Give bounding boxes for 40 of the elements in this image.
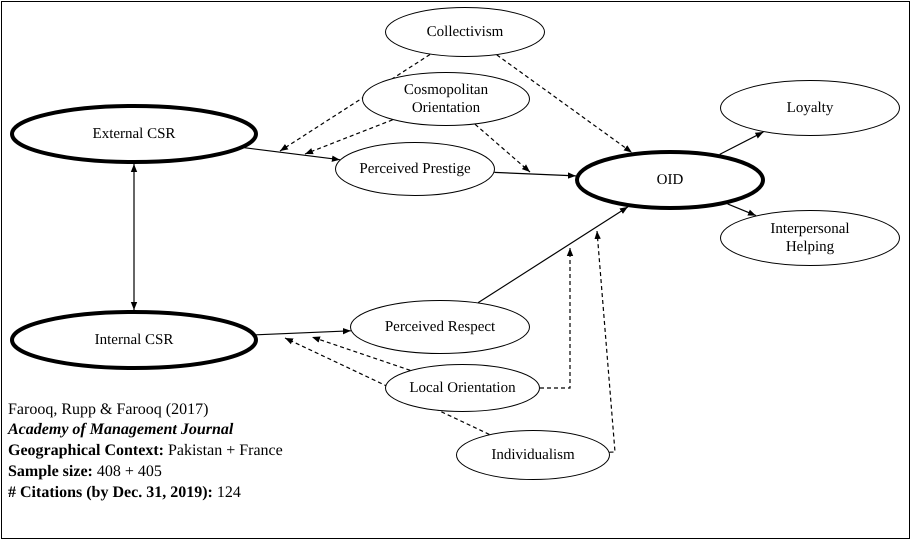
ellipse-node [362, 72, 530, 126]
citation-text: Farooq, Rupp & Farooq (2017) [8, 400, 208, 419]
node-label: Perceived Respect [384, 318, 496, 336]
ellipse-node [385, 7, 545, 57]
citations-text: # Citations (by Dec. 31, 2019): 124 [8, 483, 241, 502]
dashed-arrow [496, 54, 632, 153]
sample-size-text: Sample size: 408 + 405 [8, 462, 162, 481]
arrow [719, 131, 764, 155]
ellipse-node [456, 430, 610, 480]
journal-name: Academy of Management Journal [8, 420, 234, 439]
dashed-arrow [312, 336, 410, 371]
ellipse-node [720, 80, 900, 136]
dashed-arrow [540, 248, 574, 389]
node-label: Collectivism [426, 23, 504, 41]
dashed-arrow [474, 124, 530, 172]
ellipse-node [720, 210, 900, 266]
ellipse-node [10, 104, 258, 164]
node-label: Individualism [491, 446, 575, 464]
ellipse-node [10, 310, 258, 370]
ellipse-node [335, 142, 495, 196]
arrow [494, 172, 576, 179]
node-label: Perceived Prestige [359, 160, 471, 178]
node-label: Interpersonal Helping [769, 220, 851, 256]
ellipse-node [385, 364, 540, 412]
context-text: Geographical Context: Pakistan + France [8, 441, 283, 460]
node-label: Cosmopolitan Orientation [402, 81, 490, 117]
arrow [727, 203, 756, 216]
arrow [244, 147, 340, 162]
arrow [130, 164, 138, 310]
ellipse-node [350, 300, 530, 354]
ellipse-node [575, 150, 765, 210]
dashed-arrow [304, 119, 393, 155]
node-label: External CSR [92, 125, 176, 143]
node-label: Local Orientation [409, 379, 516, 397]
node-label: OID [656, 171, 684, 189]
node-label: Loyalty [786, 99, 834, 117]
arrow [478, 206, 628, 304]
dashed-arrow [594, 230, 616, 453]
node-label: Internal CSR [94, 331, 174, 349]
arrow [256, 328, 351, 336]
